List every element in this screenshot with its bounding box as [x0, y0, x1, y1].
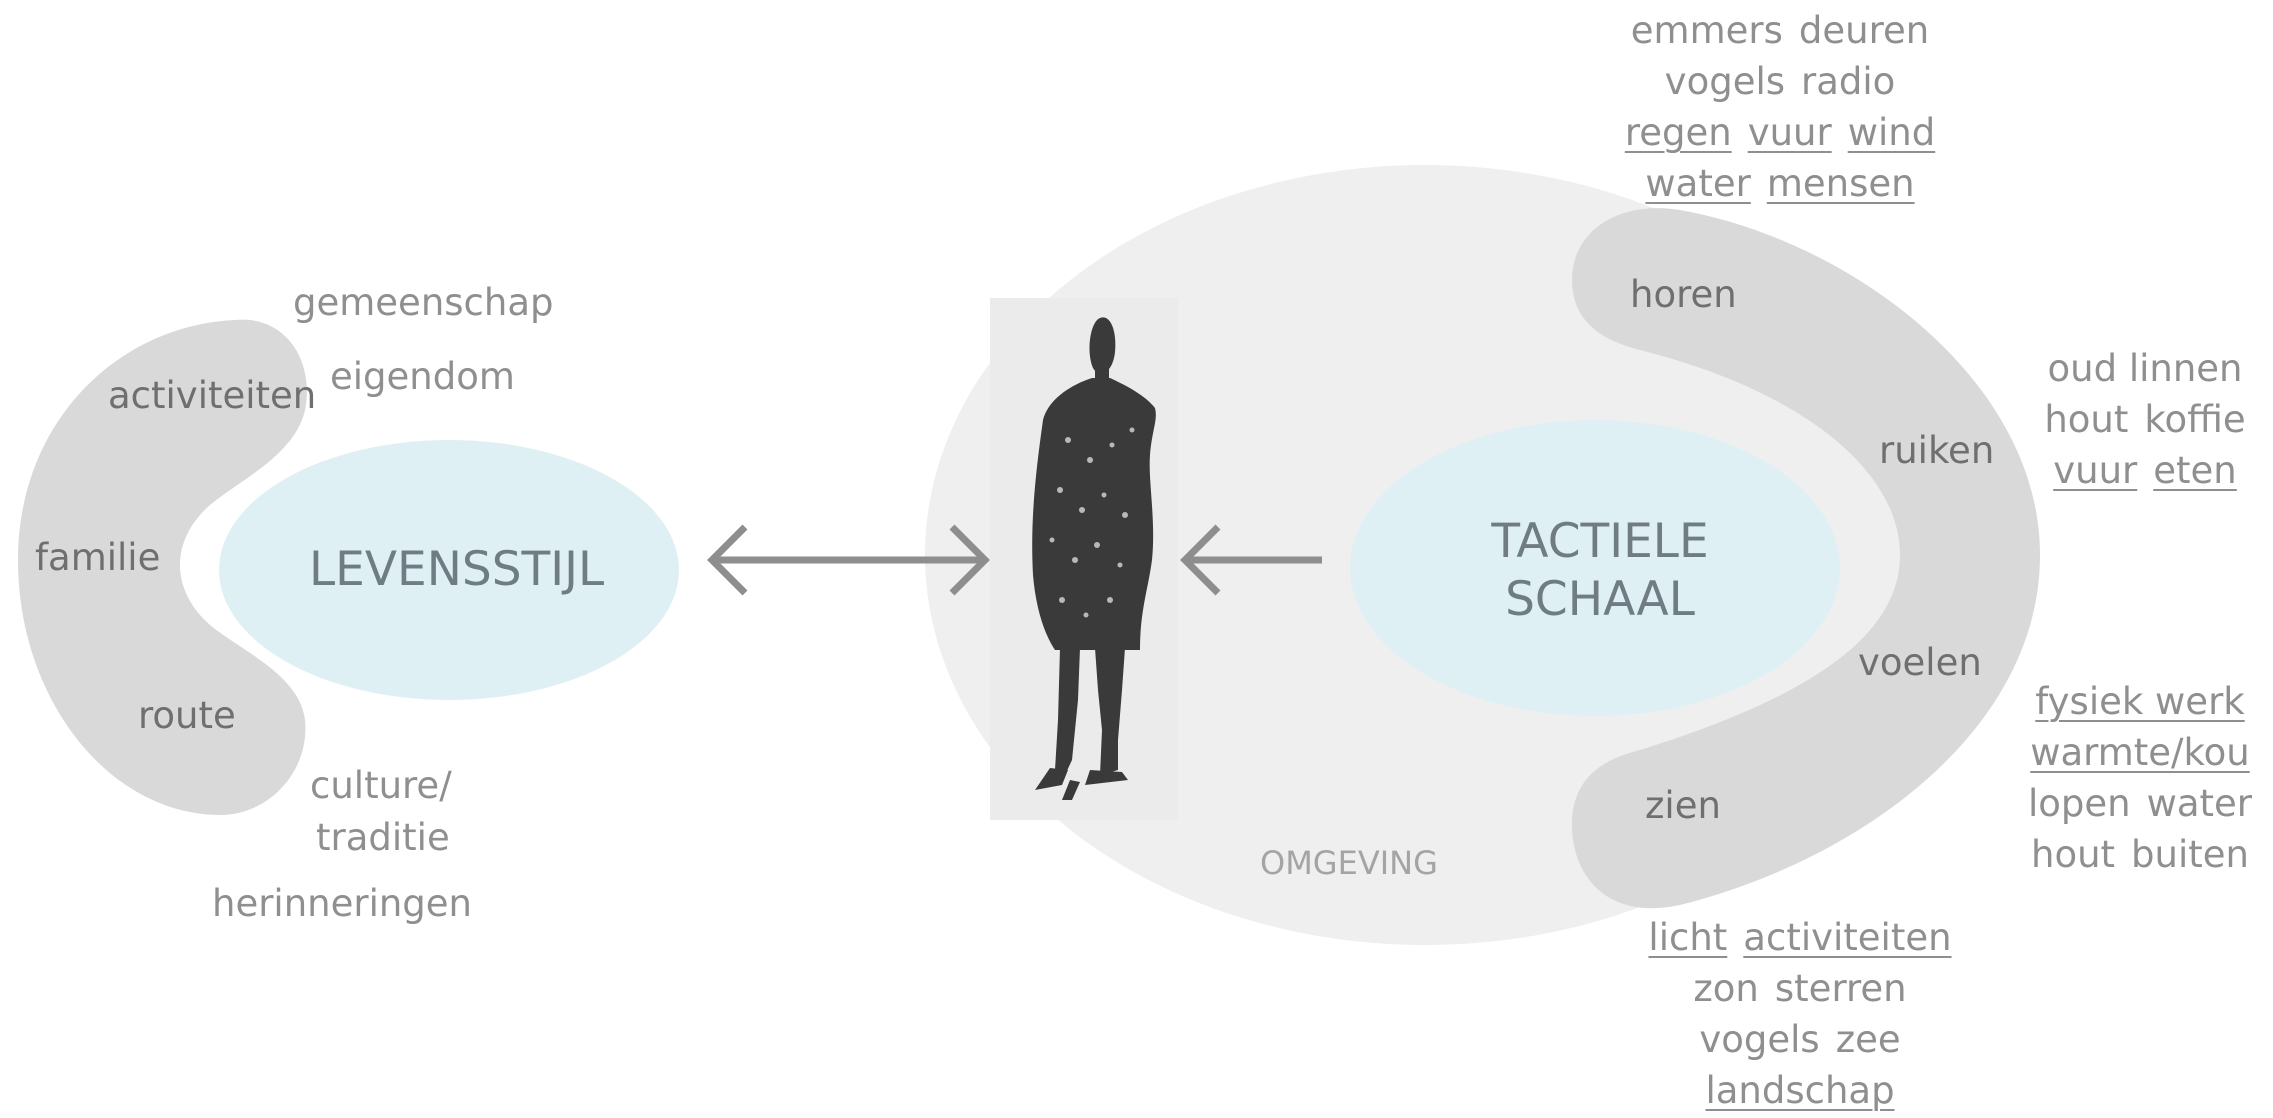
lifestyle-label: LEVENSSTIJL: [309, 542, 605, 597]
label-traditie: traditie: [316, 816, 450, 859]
word-line: landschap: [1570, 1065, 2030, 1116]
left-arrow-icon: [1180, 524, 1322, 596]
words-voelen: fysiek werk warmte/kou lopen water hout buite…: [2010, 676, 2270, 880]
word-line: fysiek werk: [2010, 676, 2270, 727]
label-familie: familie: [35, 536, 161, 579]
word-line: hout koffie: [2020, 394, 2270, 445]
tactile-scale-label: TACTIELE SCHAAL: [1455, 513, 1745, 629]
word-ruiken: koffie: [2144, 398, 2246, 441]
environment-label: OMGEVING: [1260, 844, 1438, 882]
label-herinneringen: herinneringen: [212, 882, 473, 925]
word-ruiken: vuur: [2053, 449, 2138, 492]
word-voelen: water: [2146, 782, 2253, 825]
word-line: water mensen: [1560, 158, 2000, 209]
word-horen: emmers: [1630, 9, 1783, 52]
tactile-scale-line1: TACTIELE: [1491, 514, 1709, 569]
word-ruiken: eten: [2153, 449, 2237, 492]
sense-horen: horen: [1630, 273, 1737, 316]
senses-band: [1571, 208, 2040, 909]
word-line: vuur eten: [2020, 445, 2270, 496]
word-line: emmers deuren: [1560, 5, 2000, 56]
word-horen: mensen: [1766, 162, 1915, 205]
lifestyle-ellipse: [219, 440, 679, 700]
word-line: lopen water: [2010, 778, 2270, 829]
word-ruiken: oud linnen: [2047, 347, 2243, 390]
word-horen: deuren: [1798, 9, 1930, 52]
word-voelen: hout: [2031, 833, 2116, 876]
word-zien: landschap: [1705, 1069, 1895, 1112]
word-voelen: buiten: [2131, 833, 2249, 876]
word-zien: zon: [1693, 967, 1759, 1010]
word-ruiken: hout: [2044, 398, 2129, 441]
sense-ruiken: ruiken: [1879, 429, 1995, 472]
word-horen: vuur: [1747, 111, 1832, 154]
word-horen: vogels: [1664, 60, 1786, 103]
lifestyle-band: [18, 319, 307, 815]
word-line: vogels radio: [1560, 56, 2000, 107]
word-horen: water: [1645, 162, 1751, 205]
word-line: hout buiten: [2010, 829, 2270, 880]
word-line: oud linnen: [2020, 343, 2270, 394]
label-culture: culture/: [310, 764, 452, 807]
double-arrow-icon: [707, 524, 990, 596]
word-zien: sterren: [1774, 967, 1907, 1010]
label-activiteiten: activiteiten: [108, 374, 317, 417]
word-voelen: lopen: [2027, 782, 2131, 825]
label-eigendom: eigendom: [330, 355, 515, 398]
word-zien: vogels: [1699, 1018, 1820, 1061]
label-gemeenschap: gemeenschap: [293, 281, 554, 324]
tactile-scale-ellipse: [1350, 420, 1840, 716]
word-zien: zee: [1835, 1018, 1901, 1061]
word-horen: regen: [1624, 111, 1732, 154]
word-line: licht activiteiten: [1570, 912, 2030, 963]
label-route: route: [138, 694, 236, 737]
sense-voelen: voelen: [1858, 641, 1982, 684]
word-horen: radio: [1801, 60, 1896, 103]
sense-zien: zien: [1645, 784, 1721, 827]
word-zien: activiteiten: [1743, 916, 1952, 959]
word-voelen: fysiek werk: [2035, 680, 2245, 723]
word-horen: wind: [1847, 111, 1936, 154]
word-line: zon sterren: [1570, 963, 2030, 1014]
words-zien: licht activiteiten zon sterren vogels zee land…: [1570, 912, 2030, 1116]
person-silhouette-icon: [990, 298, 1178, 820]
word-voelen: warmte/kou: [2030, 731, 2250, 774]
tactile-scale-line2: SCHAAL: [1505, 572, 1695, 627]
word-line: vogels zee: [1570, 1014, 2030, 1065]
word-line: regen vuur wind: [1560, 107, 2000, 158]
word-zien: licht: [1648, 916, 1728, 959]
word-line: warmte/kou: [2010, 727, 2270, 778]
